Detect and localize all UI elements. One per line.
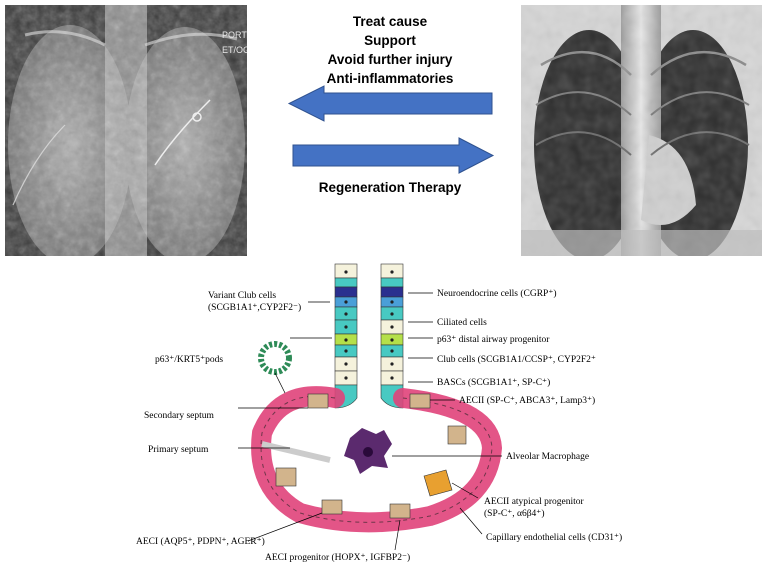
label-neuroendocrine-cells: Neuroendocrine cells (CGRP⁺) <box>437 288 557 299</box>
alveolus <box>251 386 503 533</box>
aecii-cell <box>275 467 297 487</box>
aecii-cell <box>409 393 431 409</box>
injured-lung-xray: PORT ET/OG <box>5 5 247 256</box>
label-aecii-atypical-progenitor: AECII atypical progenitor <box>484 497 585 507</box>
label-ciliated-cells: Ciliated cells <box>437 318 487 328</box>
injured-lung-xray-graphic <box>5 5 247 256</box>
p63-pod <box>258 341 292 375</box>
label-bascs: BASCs (SCGB1A1⁺, SP-C⁺) <box>437 377 550 388</box>
label-secondary-septum: Secondary septum <box>144 411 215 421</box>
label-variant-club-cells-markers: (SCGB1A1⁺,CYP2F2⁻) <box>208 302 301 313</box>
label-alveolar-macrophage: Alveolar Macrophage <box>506 452 589 462</box>
treatment-item: Treat cause <box>352 14 428 29</box>
aecii-atypical-progenitor-cell <box>423 469 453 497</box>
airway-alveolus-diagram: Variant Club cells (SCGB1A1⁺,CYP2F2⁻) p6… <box>136 263 622 563</box>
healthy-lung-xray-graphic <box>521 5 762 256</box>
aecii-cell <box>389 503 411 519</box>
label-aecii-atypical-progenitor-markers: (SP-C⁺, α6β4⁺) <box>484 508 544 519</box>
label-aecii: AECII (SP-C⁺, ABCA3⁺, Lamp3⁺) <box>459 395 595 406</box>
aecii-cell <box>447 425 467 445</box>
label-variant-club-cells: Variant Club cells <box>208 291 276 301</box>
aecii-cell <box>307 393 329 409</box>
treatment-item: Avoid further injury <box>327 52 453 67</box>
label-club-cells: Club cells (SCGB1A1/CCSP⁺, CYP2F2⁺ <box>437 354 596 365</box>
xray-tag-etog: ET/OG <box>222 45 247 55</box>
label-p63-krt5-pods: p63⁺/KRT5⁺pods <box>155 355 223 365</box>
arrow-right-icon <box>292 137 495 174</box>
left-airway-column <box>334 263 358 409</box>
treatment-item: Support <box>364 33 416 48</box>
regeneration-therapy-label: Regeneration Therapy <box>318 180 462 195</box>
aecii-cell <box>321 499 343 515</box>
treatment-list: Treat cause Support Avoid further injury… <box>290 12 490 88</box>
xray-tag-port: PORT <box>222 30 247 40</box>
label-pointers <box>238 292 502 551</box>
label-aeci: AECI (AQP5⁺, PDPN⁺, AGER⁺) <box>136 536 265 547</box>
right-airway-column <box>380 263 404 409</box>
healthy-lung-xray <box>521 5 762 256</box>
label-p63-distal-airway-progenitor: p63⁺ distal airway progenitor <box>437 335 550 345</box>
label-aeci-progenitor: AECI progenitor (HOPX⁺, IGFBP2⁻) <box>265 552 410 563</box>
label-capillary-endothelial-cells: Capillary endothelial cells (CD31⁺) <box>486 532 622 543</box>
treatment-item: Anti-inflammatories <box>326 71 454 86</box>
arrow-left-icon <box>287 85 493 122</box>
label-primary-septum: Primary septum <box>148 445 209 455</box>
airway-nuclei <box>344 270 394 380</box>
